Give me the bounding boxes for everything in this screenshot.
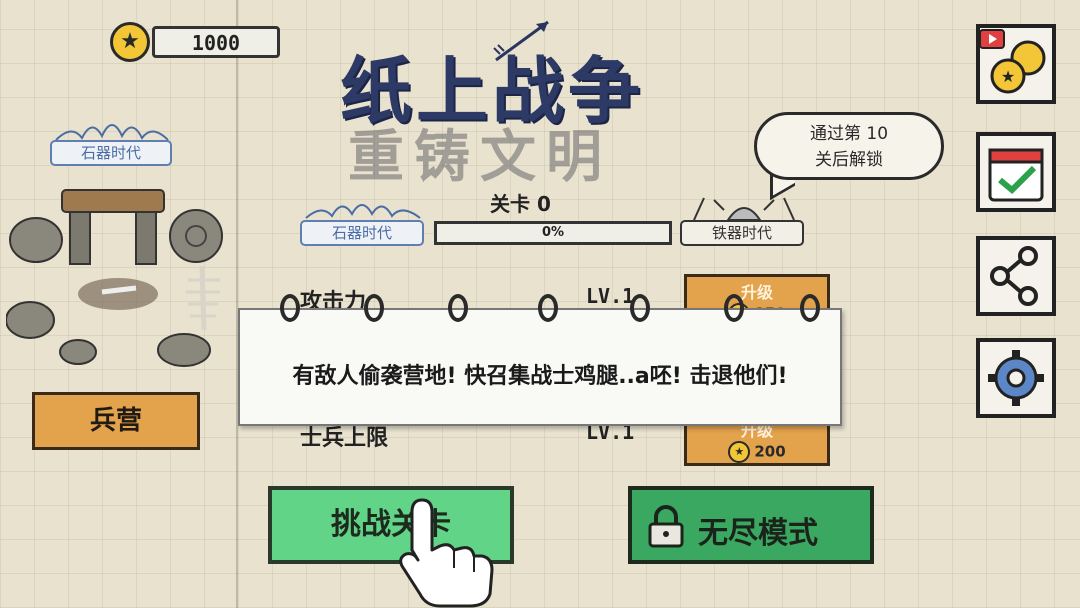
settings-gear-icon bbox=[988, 350, 1044, 406]
stone-age-crown-icon-small bbox=[305, 204, 421, 219]
unlock-line-1: 通过第 10 bbox=[809, 124, 889, 144]
stat-soldier-cap-name: 士兵上限 bbox=[300, 426, 389, 451]
binder-ring bbox=[280, 294, 300, 322]
binder-ring bbox=[630, 294, 650, 322]
settings-button[interactable] bbox=[976, 338, 1056, 418]
star-coin-icon: ★ bbox=[110, 22, 150, 62]
from-era-badge: 石器时代 bbox=[300, 220, 424, 246]
coin-bar: 1000 bbox=[152, 26, 280, 58]
unlock-bubble: 通过第 10 关后解锁 bbox=[754, 112, 944, 180]
arrow-icon bbox=[493, 20, 549, 62]
game-subtitle: 重铸文明 bbox=[348, 124, 612, 190]
svg-text:★: ★ bbox=[1001, 67, 1015, 86]
lock-icon bbox=[648, 505, 684, 548]
coin-value: 1000 bbox=[191, 31, 241, 55]
iron-age-helmet-icon bbox=[693, 197, 795, 221]
video-coins-icon: ★ bbox=[979, 29, 1046, 94]
to-era-badge: 铁器时代 bbox=[680, 220, 804, 246]
unlock-line-2: 关后解锁 bbox=[815, 150, 883, 170]
endless-mode-button[interactable]: 无尽模式 bbox=[628, 486, 874, 564]
upgrade-attack-label: 升级 bbox=[740, 283, 773, 302]
page-divider bbox=[236, 0, 238, 608]
daily-checkin-icon bbox=[988, 148, 1044, 202]
binder-ring bbox=[364, 294, 384, 322]
event-banner: 有敌人偷袭营地! 快召集战士鸡腿..a呸! 击退他们! bbox=[238, 294, 842, 426]
upgrade-soldier-cap-cost: ★200 bbox=[687, 441, 827, 463]
share-button[interactable] bbox=[976, 236, 1056, 316]
binder-ring bbox=[448, 294, 468, 322]
binder-ring bbox=[800, 294, 820, 322]
binder-ring bbox=[724, 294, 744, 322]
binder-ring bbox=[538, 294, 558, 322]
stat-attack-level: LV.1 bbox=[586, 284, 635, 308]
endless-mode-label: 无尽模式 bbox=[698, 516, 818, 551]
game-title: 纸上战争 bbox=[340, 48, 645, 133]
upgrade-soldier-cap-cost-value: 200 bbox=[754, 442, 786, 461]
level-label: 关卡 0 bbox=[490, 192, 551, 216]
tutorial-pointing-hand-icon bbox=[399, 498, 494, 608]
barracks-button[interactable]: 兵营 bbox=[32, 392, 200, 450]
share-icon bbox=[990, 246, 1038, 306]
coin-icon: ★ bbox=[728, 441, 751, 463]
left-era-badge: 石器时代 bbox=[50, 140, 172, 166]
stone-age-crown-icon bbox=[55, 124, 169, 141]
stone-camp-illustration bbox=[6, 189, 223, 367]
level-progress-bar: 0% bbox=[434, 221, 672, 245]
daily-checkin-button[interactable] bbox=[976, 132, 1056, 212]
progress-text: 0% bbox=[541, 225, 565, 240]
coin-counter: 1000 ★ bbox=[110, 22, 284, 62]
event-banner-text: 有敌人偷袭营地! 快召集战士鸡腿..a呸! 击退他们! bbox=[292, 364, 788, 389]
video-coins-button[interactable]: ★ bbox=[976, 24, 1056, 104]
